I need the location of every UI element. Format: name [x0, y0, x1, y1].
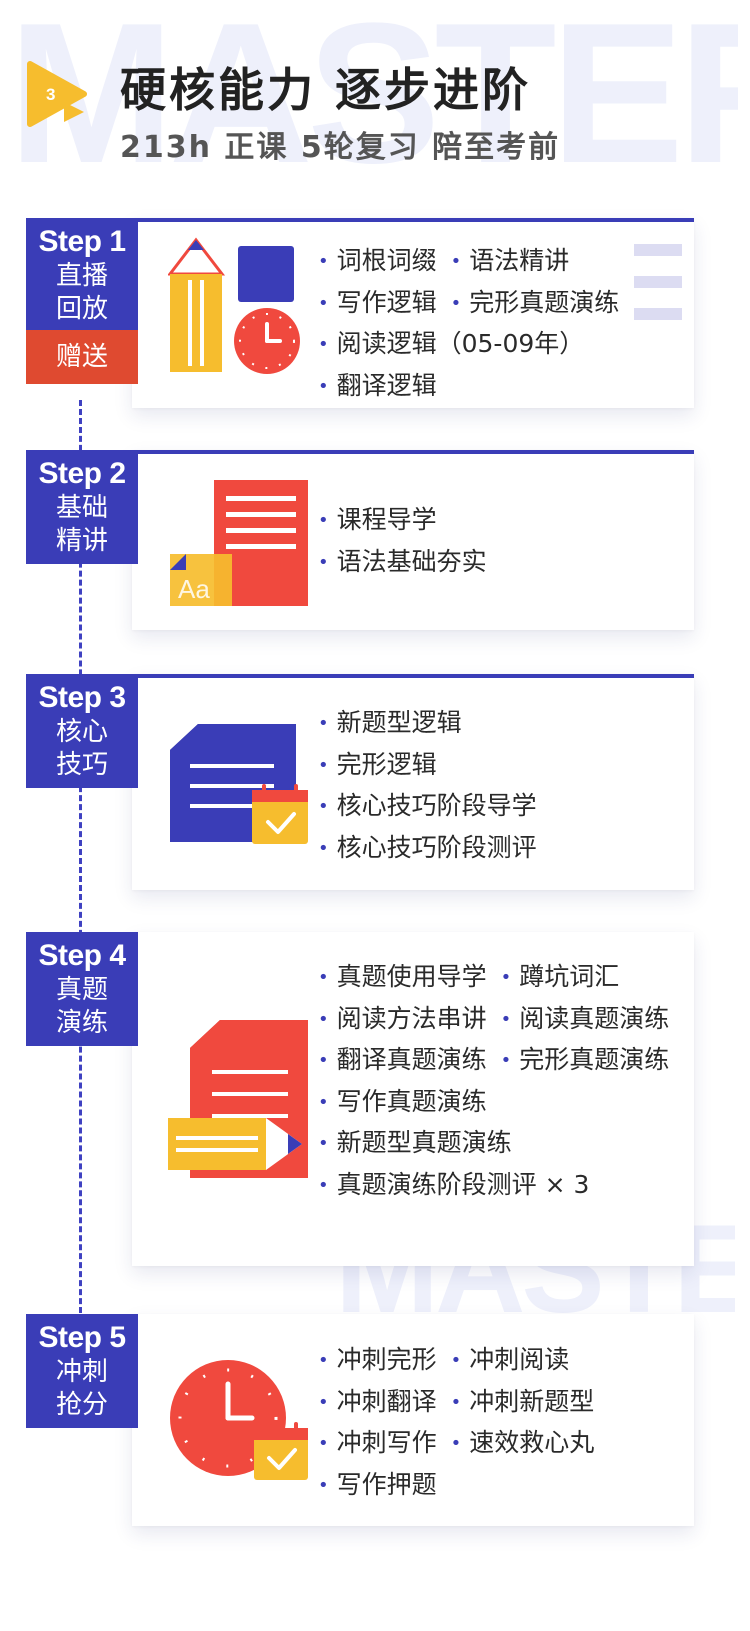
step-4-label-line2: 演练	[55, 1008, 108, 1038]
step-3-badge: Step 3 核心 技巧	[26, 674, 138, 788]
decorative-lines-icon	[634, 244, 682, 320]
pencil-clock-icon	[168, 237, 300, 374]
list-item: •新题型逻辑	[318, 708, 462, 737]
list-item: •完形逻辑	[318, 749, 437, 779]
list-item: •阅读方法串讲•阅读真题演练	[318, 1003, 670, 1033]
step-4-badge: Step 4 真题 演练	[26, 932, 138, 1046]
list-item: •冲刺写作•速效救心丸	[318, 1428, 595, 1457]
step-5-label-line2: 抢分	[55, 1390, 108, 1420]
list-item: •核心技巧阶段测评	[318, 832, 537, 862]
document-font-icon: Aa	[170, 480, 308, 606]
step-3-number: Step 3	[38, 681, 126, 714]
timeline-connector	[79, 400, 82, 1340]
list-item: •翻译逻辑	[318, 370, 437, 400]
list-item: •课程导学	[318, 505, 437, 534]
step-1-label-line1: 直播	[55, 261, 108, 291]
list-item: •冲刺翻译•冲刺新题型	[318, 1386, 595, 1416]
step-5-badge: Step 5 冲刺 抢分	[26, 1314, 138, 1428]
document-pencil-icon	[168, 1020, 308, 1178]
list-item: •翻译真题演练•完形真题演练	[318, 1045, 670, 1074]
step-5-items: •冲刺完形•冲刺阅读 •冲刺翻译•冲刺新题型 •冲刺写作•速效救心丸 •写作押题	[318, 1340, 594, 1506]
list-item: •写作押题	[318, 1469, 437, 1499]
step-2-badge: Step 2 基础 精讲	[26, 450, 138, 564]
list-item: •写作逻辑•完形真题演练	[318, 287, 620, 317]
list-item: •写作真题演练	[318, 1086, 487, 1116]
list-item: •新题型真题演练	[318, 1128, 512, 1157]
step-2-label-line2: 精讲	[55, 526, 108, 556]
page-title: 硬核能力 逐步进阶	[120, 63, 532, 117]
page-subtitle: 213h 正课 5轮复习 陪至考前	[120, 130, 561, 165]
clock-calendar-icon	[170, 1360, 308, 1480]
list-item: •词根词缀•语法精讲	[318, 246, 570, 275]
step-4-items: •真题使用导学•蹲坑词汇 •阅读方法串讲•阅读真题演练 •翻译真题演练•完形真题…	[318, 957, 669, 1206]
list-item: •语法基础夯实	[318, 546, 487, 576]
list-item: •真题演练阶段测评 × 3	[318, 1169, 590, 1199]
list-item: •阅读逻辑（05-09年）	[318, 329, 585, 358]
watermark-top: MASTER	[8, 4, 738, 184]
gift-tag: 赠送	[26, 330, 138, 384]
step-2-items: •课程导学 •语法基础夯实	[318, 500, 487, 583]
font-aa-text: Aa	[178, 574, 210, 604]
step-4-number: Step 4	[38, 939, 126, 972]
step-1-items: •词根词缀•语法精讲 •写作逻辑•完形真题演练 •阅读逻辑（05-09年） •翻…	[318, 241, 619, 407]
list-item: •真题使用导学•蹲坑词汇	[318, 962, 620, 991]
step-1-label-line2: 回放	[55, 294, 108, 324]
badge-number: 3	[46, 85, 55, 104]
step-1-badge: Step 1 直播 回放	[26, 218, 138, 332]
step-5-label-line1: 冲刺	[55, 1357, 108, 1387]
play-badge-icon: 3	[27, 61, 87, 127]
step-1-number: Step 1	[38, 225, 126, 258]
document-calendar-icon	[170, 724, 308, 844]
step-1-card	[132, 218, 694, 408]
step-3-label-line1: 核心	[55, 717, 108, 747]
step-2-number: Step 2	[38, 457, 126, 490]
step-3-label-line2: 技巧	[55, 750, 108, 780]
step-4-label-line1: 真题	[55, 975, 108, 1005]
step-3-items: •新题型逻辑 •完形逻辑 •核心技巧阶段导学 •核心技巧阶段测评	[318, 703, 537, 869]
step-2-label-line1: 基础	[55, 493, 108, 523]
step-5-number: Step 5	[38, 1321, 126, 1354]
list-item: •冲刺完形•冲刺阅读	[318, 1345, 570, 1374]
list-item: •核心技巧阶段导学	[318, 791, 537, 820]
